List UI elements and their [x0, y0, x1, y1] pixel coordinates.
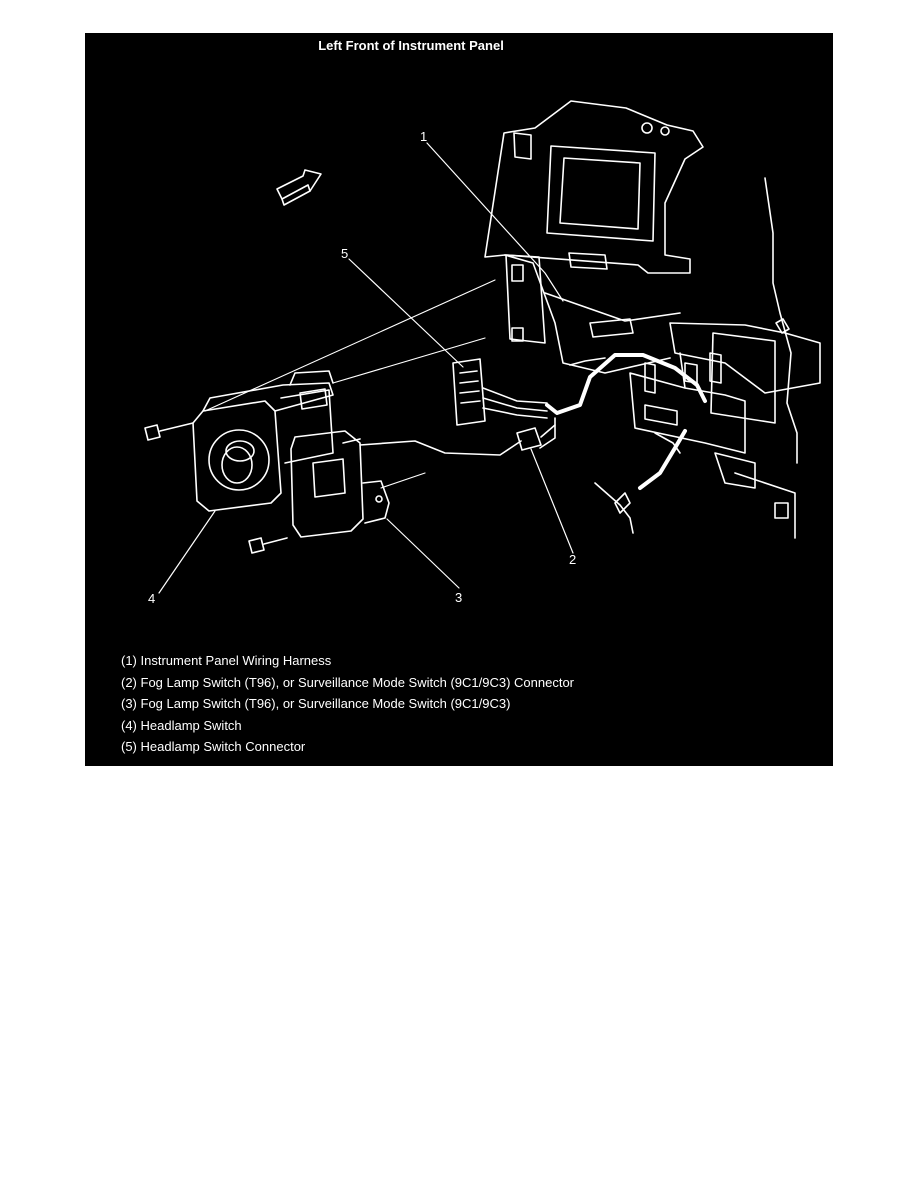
legend-item: (4) Headlamp Switch: [121, 717, 242, 733]
callout-1: 1: [420, 129, 428, 144]
instrument-panel-structure: [484, 100, 821, 539]
callout-2: 2: [569, 552, 577, 567]
forward-arrow-icon: [276, 169, 322, 206]
diagram-panel: Left Front of Instrument Panel 1 2 3 4 5…: [85, 33, 833, 766]
diagram-title: Left Front of Instrument Panel: [318, 38, 504, 53]
exploded-view-drawing: [144, 100, 821, 594]
screw-lower: [248, 537, 288, 554]
callout-5: 5: [341, 246, 349, 261]
callout-4: 4: [148, 591, 156, 606]
leader-lines: [158, 142, 574, 594]
legend-item: (1) Instrument Panel Wiring Harness: [121, 653, 332, 668]
screw-upper: [144, 422, 194, 441]
fog-lamp-switch-connector: [359, 424, 556, 456]
headlamp-switch-connector: [452, 358, 548, 426]
legend-item: (2) Fog Lamp Switch (T96), or Surveillan…: [121, 674, 575, 690]
instrument-panel-wiring-harness: [539, 353, 707, 534]
legend-item: (5) Headlamp Switch Connector: [121, 739, 306, 754]
alignment-guides: [204, 279, 496, 489]
callout-3: 3: [455, 590, 463, 605]
headlamp-switch: [192, 370, 334, 512]
legend-item: (3) Fog Lamp Switch (T96), or Surveillan…: [121, 696, 511, 711]
parts-legend: (1) Instrument Panel Wiring Harness (2) …: [121, 650, 574, 758]
fog-lamp-switch: [290, 430, 390, 538]
